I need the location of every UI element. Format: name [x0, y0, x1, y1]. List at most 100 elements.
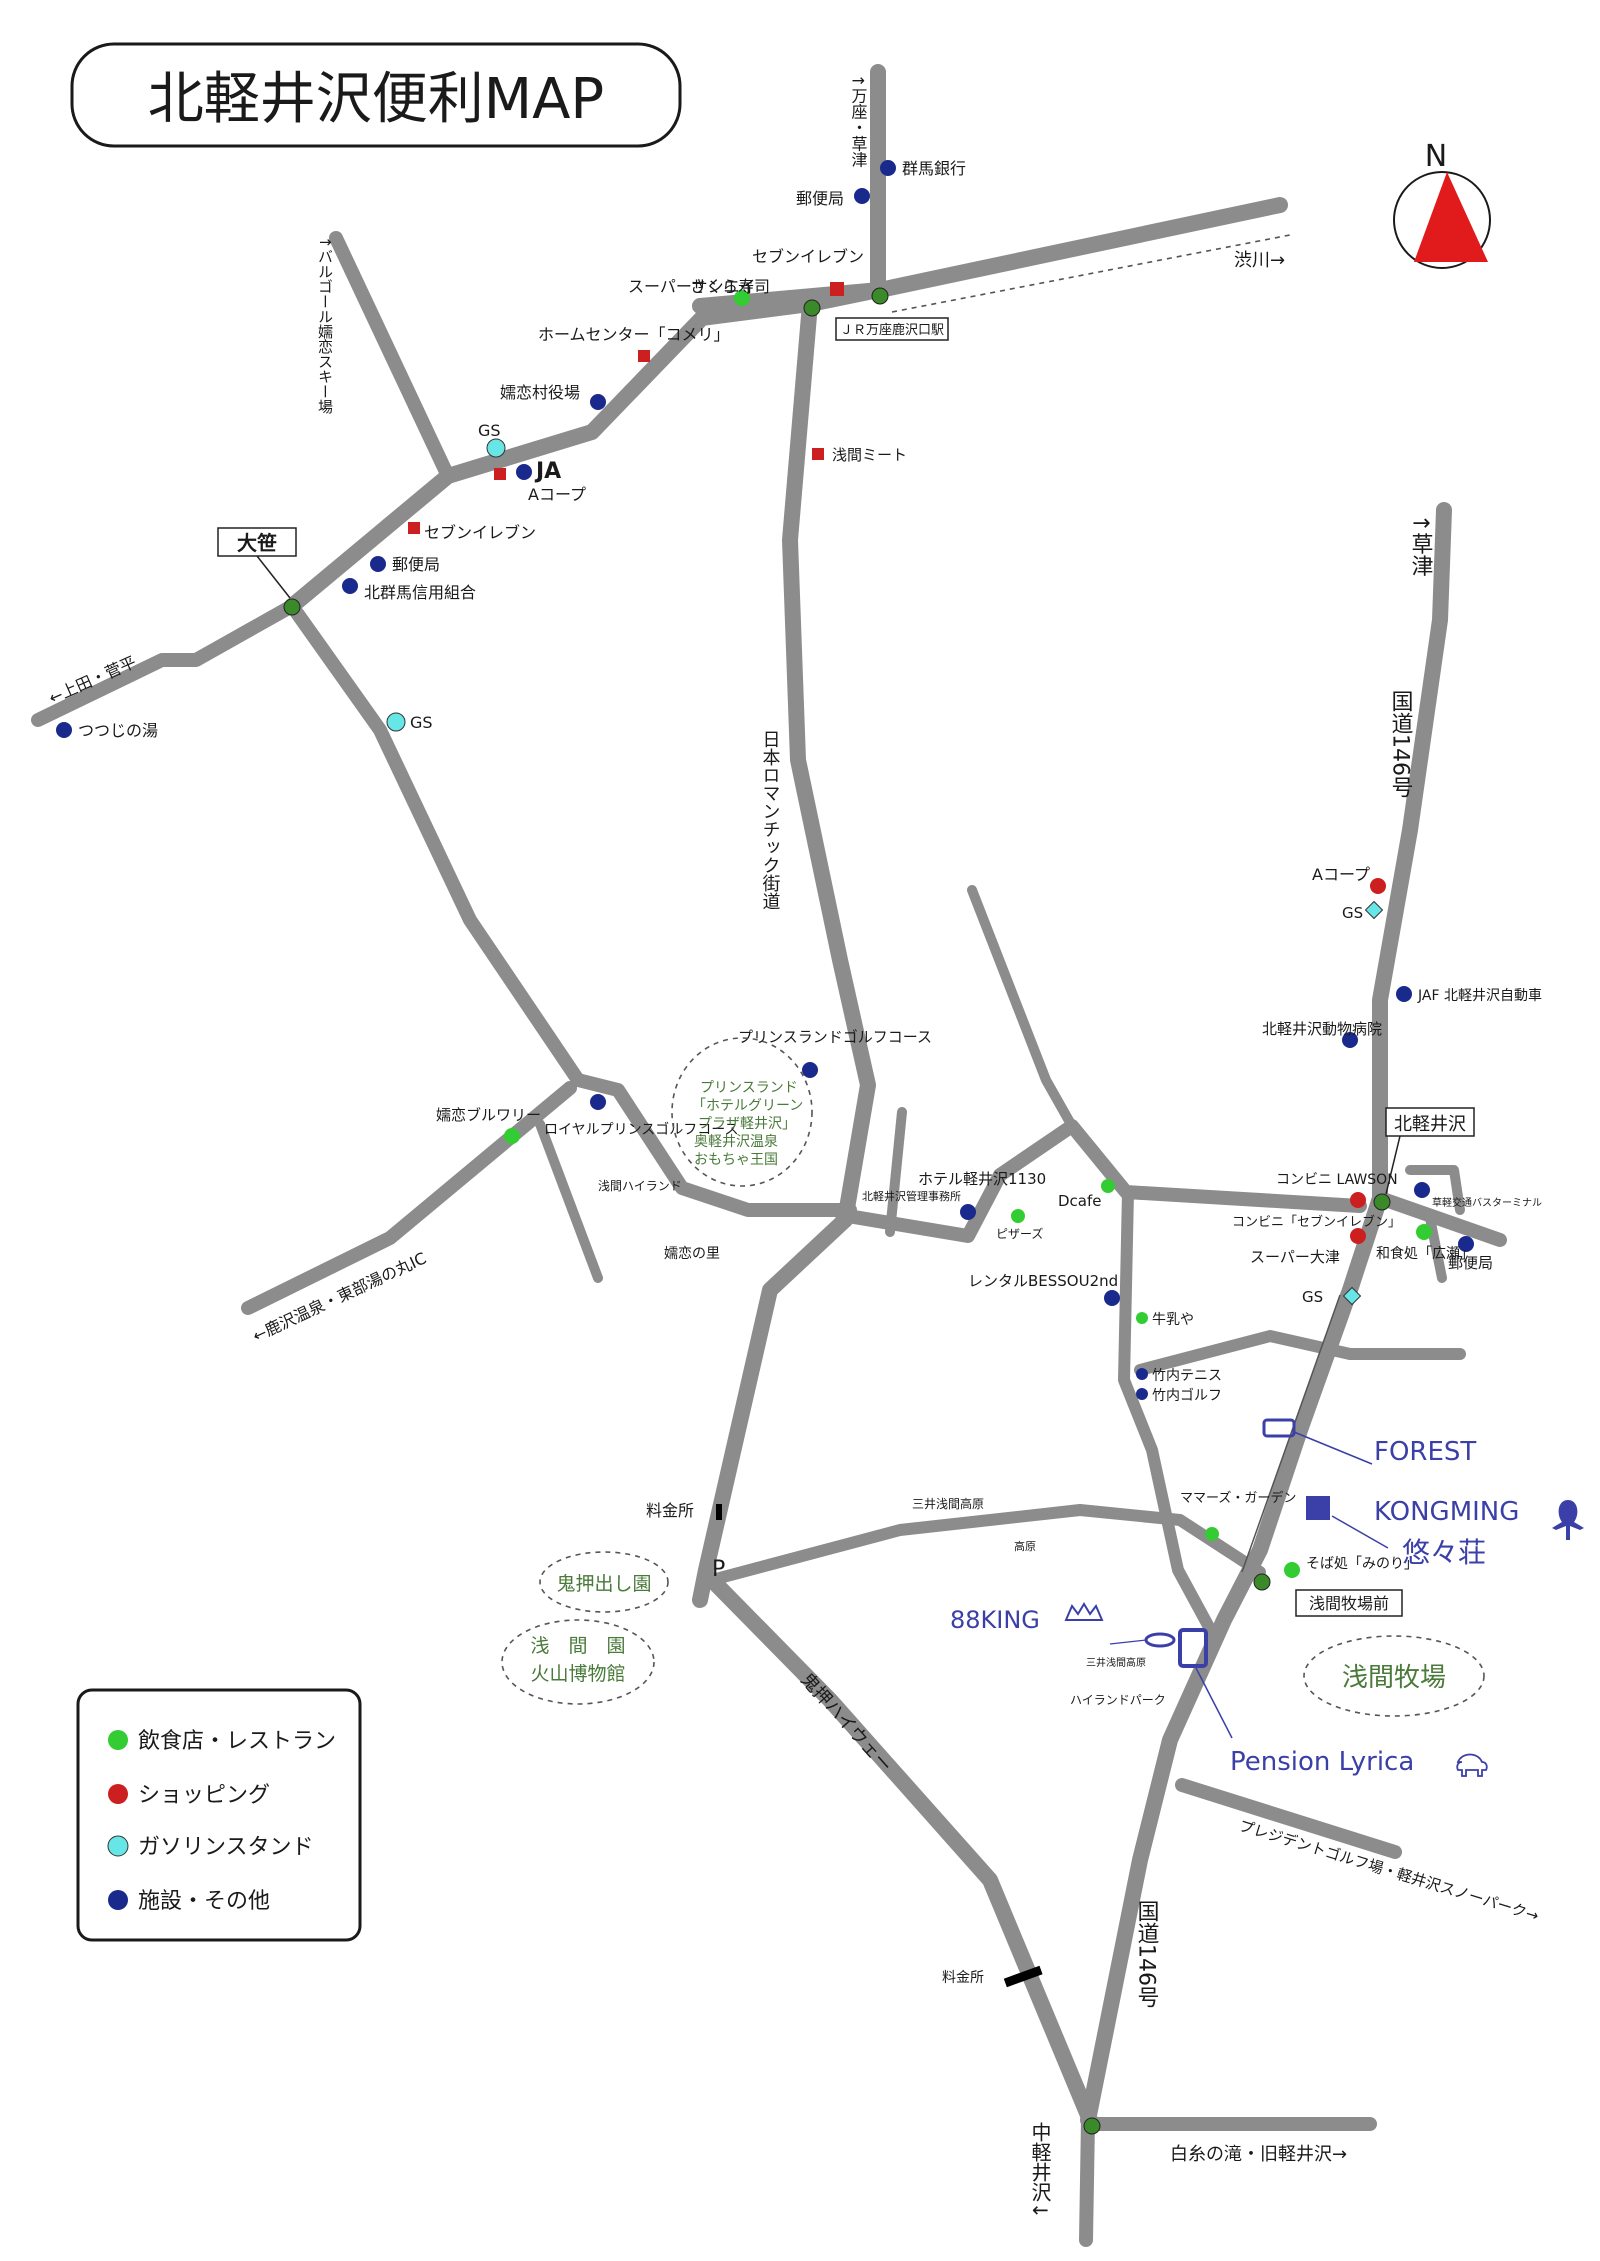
poi-mitsui-highland2: 三井浅間高原: [1086, 1656, 1146, 1669]
poi-facility-icon: [1414, 1182, 1430, 1198]
poi-takeuchi-golf: 竹内ゴルフ: [1152, 1387, 1222, 1404]
poi-kita-office: 北軽井沢管理事務所: [862, 1189, 961, 1203]
road-nakakaruizawa: [1079, 2113, 1095, 2247]
legend-shopping-icon: [108, 1784, 128, 1804]
area-prince-line1: プリンスランド: [700, 1080, 798, 1096]
road-ueda: [31, 599, 299, 727]
poi-facility-icon: [516, 464, 532, 480]
road-hotel-kita: [835, 1119, 1367, 1243]
junction-signal-icon: [1253, 1573, 1271, 1591]
area-prince-line4: 奥軽井沢温泉: [694, 1133, 778, 1150]
legend-facility: 施設・その他: [138, 1889, 270, 1914]
poi-tsutsuji-onsen: つつじの湯: [78, 721, 158, 740]
junction-signal-icon: [803, 299, 821, 317]
poi-super-ozu: スーパー大津: [1250, 1248, 1340, 1266]
crown-icon: [1064, 1602, 1104, 1621]
poi-facility-icon: [1136, 1368, 1148, 1380]
poi-shopping-icon: [638, 350, 650, 362]
poi-ja: JA: [534, 459, 561, 484]
poi-facility-icon: [56, 722, 72, 738]
road-president: [1175, 1778, 1402, 1859]
poi-gyuya: 牛乳や: [1152, 1312, 1194, 1328]
road-label-route146-south: 国道146号: [1134, 1900, 1160, 2008]
osasa-box: [217, 527, 297, 557]
poi-facility-icon: [880, 160, 896, 176]
poi-sakura-sushi: さくら寿司: [690, 277, 770, 296]
88king-marker-icon: [1144, 1632, 1176, 1648]
area-asama-en-line2: 火山博物館: [530, 1663, 625, 1685]
poi-royal-golf: ロイヤルプリンスゴルフコース: [544, 1121, 739, 1138]
poi-kita-gunma-credit: 北群馬信用組合: [364, 583, 476, 602]
poi-facility-icon: [802, 1062, 818, 1078]
legend-gas-icon: [107, 1835, 129, 1857]
highlight-88king: 88KING: [950, 1606, 1040, 1634]
poi-lawson: コンビニ LAWSON: [1276, 1172, 1398, 1188]
road-route146: [1080, 502, 1452, 2128]
poi-gas-icon: [1342, 1286, 1362, 1306]
tollgate-bar-icon: [1003, 1965, 1043, 1988]
poi-tsumagoi-sato: 嬬恋の里: [664, 1245, 720, 1262]
poi-restaurant-icon: [1284, 1562, 1300, 1578]
road-north-branch: [967, 885, 1077, 1131]
poi-gs-east: GS: [1342, 904, 1363, 922]
legend-shopping: ショッピング: [138, 1783, 270, 1808]
poi-gas-icon: [1364, 900, 1384, 920]
poi-tollgate1: 料金所: [646, 1501, 694, 1520]
legend-box: [76, 1688, 362, 1942]
poi-prince-golf: プリンスランドゴルフコース: [738, 1028, 932, 1046]
poi-a-coop-north: Aコープ: [528, 485, 586, 504]
road-kita-east2: [1405, 1165, 1465, 1215]
road-kita-east: [1373, 1191, 1507, 1247]
poi-restaurant-icon: [1136, 1312, 1148, 1324]
poi-facility-icon: [370, 556, 386, 572]
poi-facility-icon: [342, 578, 358, 594]
forest-marker-icon: [1262, 1418, 1296, 1438]
poi-washoku-hirose: 和食処「広瀬」: [1376, 1245, 1474, 1262]
road-thin-link: [1241, 1294, 1341, 1573]
kitakaruizawa-box: [1385, 1107, 1475, 1137]
compass-north-label: N: [1425, 139, 1447, 174]
road-nihon-romantic: [782, 296, 876, 1228]
poi-shopping-icon: [1350, 1192, 1366, 1208]
area-prince-line3: プラザ軽井沢」: [698, 1116, 796, 1132]
legend-facility-icon: [108, 1890, 128, 1910]
junction-jr-station: ＪＲ万座鹿沢口駅: [840, 322, 944, 338]
legend-gas: ガソリンスタンド: [138, 1835, 314, 1860]
poi-hotel: ホテル軽井沢1130: [918, 1170, 1046, 1188]
area-onioshidashi: 鬼押出し園: [556, 1573, 651, 1595]
highlight-lyrica: Pension Lyrica: [1230, 1747, 1414, 1777]
poi-takahara: 高原: [1014, 1539, 1036, 1553]
lyrica-marker-icon: [1178, 1628, 1208, 1668]
road-small-branch: [885, 1107, 907, 1237]
poi-post-manza: 郵便局: [796, 189, 844, 208]
compass: N: [1393, 139, 1491, 269]
poi-highland-park: ハイランドパーク: [1070, 1693, 1166, 1707]
road-label-barugoru: ↑バルゴール嬬恋スキー場: [316, 236, 334, 414]
poi-mamas-garden: ママーズ・ガーデン: [1180, 1490, 1296, 1506]
area-prince-line2: 「ホテルグリーン: [692, 1098, 803, 1114]
poi-labels: 群馬銀行 郵便局 セブンイレブン さくら寿司 スーパーサンエイ ホームセンター「…: [78, 159, 1542, 1986]
road-label-manza: ↑万座・草津: [849, 74, 868, 167]
road-label-onioshi-hw: 鬼押ハイウェー: [796, 1669, 896, 1776]
poi-shopping-icon: [494, 468, 506, 480]
highlight-forest: FOREST: [1374, 1437, 1476, 1467]
kongming-marker-icon: [1306, 1496, 1330, 1520]
poi-shopping-icon: [830, 282, 844, 296]
title-frame: [70, 42, 682, 148]
poi-facility-icon: [1104, 1290, 1120, 1306]
poi-bessou: レンタルBESSOU2nd: [968, 1272, 1118, 1290]
jr-station-box: [835, 317, 949, 341]
poi-facility-icon: [1458, 1236, 1474, 1252]
junction-asama-bokujo-mae: 浅間牧場前: [1309, 1594, 1389, 1613]
poi-tsumagoi-brewery: 嬬恋ブルワリー: [436, 1106, 541, 1124]
poi-post-kita: 郵便局: [1448, 1254, 1493, 1272]
poi-parking: P: [712, 1557, 725, 1582]
area-asama-en-outline: [501, 1619, 655, 1705]
forest-pointer: [1293, 1431, 1373, 1465]
poi-gas-icon: [486, 438, 506, 458]
road-label-nakakaruizawa: 中軽井沢↓: [1028, 2122, 1052, 2219]
tollgate-bar-icon: [716, 1504, 722, 1520]
osasa-pointer: [256, 555, 291, 599]
road-network: [31, 64, 1507, 2247]
tree-icon: [1552, 1500, 1584, 1540]
